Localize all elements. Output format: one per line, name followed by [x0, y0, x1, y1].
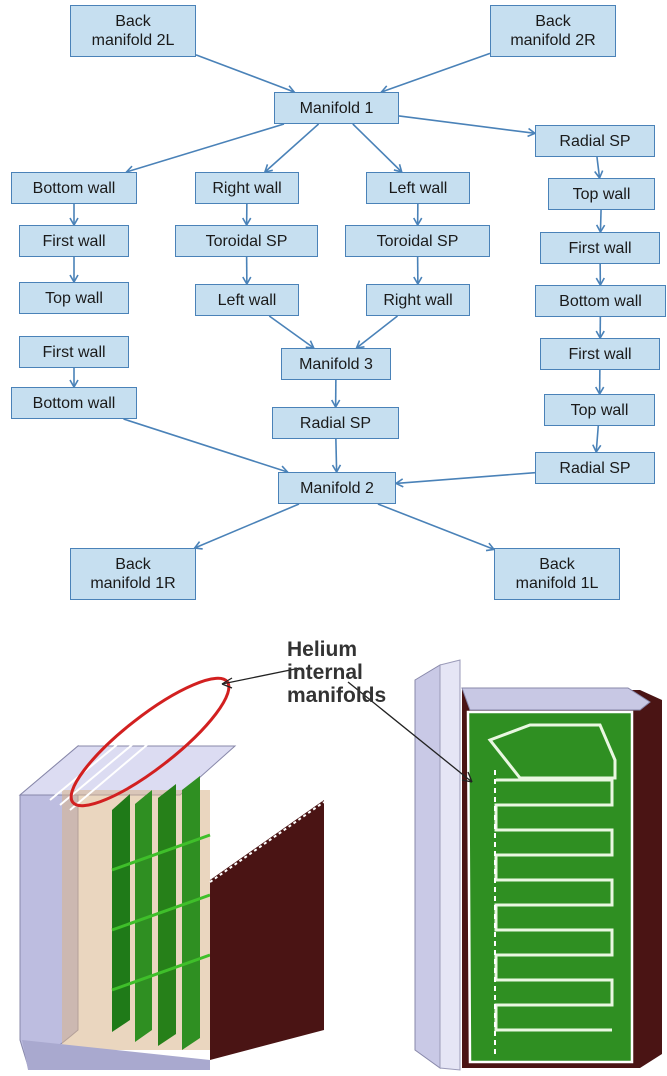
node-first-wall-l2: First wall — [19, 336, 129, 368]
node-right-wall-c2: Right wall — [366, 284, 470, 316]
arrow-manifold-2-to-back-manifold-1r — [195, 504, 299, 548]
node-toroidal-sp-c2: Toroidal SP — [345, 225, 490, 257]
arrow-right-wall-c2-to-manifold-3 — [357, 316, 398, 348]
node-back-manifold-1r: Back manifold 1R — [70, 548, 196, 600]
arrow-manifold-1-to-right-wall-c1 — [265, 124, 319, 172]
arrow-top-wall-r1-to-first-wall-r1 — [600, 210, 601, 232]
node-radial-sp-top: Radial SP — [535, 125, 655, 157]
arrow-manifold-1-to-bottom-wall-l1 — [127, 124, 285, 172]
arrow-bottom-wall-l2-to-manifold-2 — [124, 419, 288, 472]
node-manifold-2: Manifold 2 — [278, 472, 396, 504]
arrow-radial-sp-bottom-to-manifold-2 — [396, 473, 535, 484]
arrow-back-manifold-2l-to-manifold-1 — [196, 55, 294, 92]
arrow-manifold-1-to-left-wall-c2 — [353, 124, 402, 172]
node-bottom-wall-l1: Bottom wall — [11, 172, 137, 204]
cooling-flow-diagram: Back manifold 2L Back manifold 2R Manifold… — [0, 0, 667, 620]
node-back-manifold-2l: Back manifold 2L — [70, 5, 196, 57]
node-top-wall-r2: Top wall — [544, 394, 655, 426]
module-housing-top — [462, 688, 650, 710]
arrow-top-wall-r2-to-radial-sp-bottom — [596, 426, 598, 452]
module-cutaway-right — [415, 660, 662, 1070]
stiffening-plates — [112, 776, 210, 1050]
back-plate — [210, 800, 324, 1060]
callout-label: Helium internal manifolds — [287, 638, 386, 707]
node-back-manifold-2r: Back manifold 2R — [490, 5, 616, 57]
node-toroidal-sp-c1: Toroidal SP — [175, 225, 318, 257]
node-left-wall-c1: Left wall — [195, 284, 299, 316]
node-bottom-wall-r: Bottom wall — [535, 285, 666, 317]
node-first-wall-r1: First wall — [540, 232, 660, 264]
node-radial-sp-mid: Radial SP — [272, 407, 399, 439]
node-manifold-3: Manifold 3 — [281, 348, 391, 380]
arrow-manifold-1-to-radial-sp-top — [399, 116, 535, 133]
node-first-wall-l1: First wall — [19, 225, 129, 257]
cooling-plate — [468, 712, 632, 1062]
node-first-wall-r2: First wall — [540, 338, 660, 370]
node-left-wall-c2: Left wall — [366, 172, 470, 204]
arrow-manifold-2-to-back-manifold-1l — [378, 504, 494, 549]
node-top-wall-l1: Top wall — [19, 282, 129, 314]
node-right-wall-c1: Right wall — [195, 172, 299, 204]
node-bottom-wall-l2: Bottom wall — [11, 387, 137, 419]
arrow-left-wall-c1-to-manifold-3 — [269, 316, 314, 348]
node-top-wall-r1: Top wall — [548, 178, 655, 210]
node-radial-sp-bottom: Radial SP — [535, 452, 655, 484]
module-housing-front — [415, 665, 440, 1068]
arrow-radial-sp-top-to-top-wall-r1 — [597, 157, 600, 178]
module-cutaway-left — [20, 661, 324, 1070]
node-manifold-1: Manifold 1 — [274, 92, 399, 124]
arrow-radial-sp-mid-to-manifold-2 — [336, 439, 337, 472]
node-back-manifold-1l: Back manifold 1L — [494, 548, 620, 600]
arrow-back-manifold-2r-to-manifold-1 — [381, 53, 490, 92]
